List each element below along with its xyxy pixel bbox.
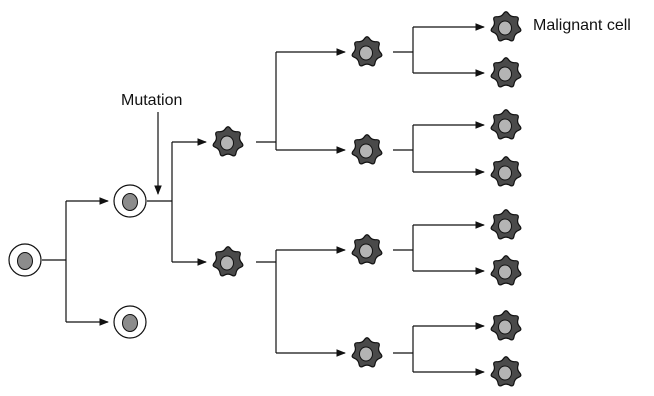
cancer-cell-icon bbox=[490, 57, 522, 88]
mutation-label: Mutation bbox=[121, 92, 183, 109]
cell-nucleus bbox=[359, 45, 373, 61]
cell-nucleus bbox=[498, 365, 512, 381]
cancer-cell-icon bbox=[351, 337, 383, 368]
cell-nucleus bbox=[498, 118, 512, 134]
cancer-cell-icon bbox=[490, 255, 522, 286]
cancer-cell-icon bbox=[351, 36, 383, 67]
cell-nucleus bbox=[122, 193, 138, 211]
normal-cell-icon bbox=[8, 243, 42, 277]
cancer-cell-icon bbox=[490, 11, 522, 42]
cell-nucleus bbox=[220, 255, 234, 271]
cancer-cell-icon bbox=[490, 109, 522, 140]
cancer-cell-icon bbox=[212, 126, 244, 157]
cell-nodes bbox=[8, 11, 522, 387]
cell-nucleus bbox=[220, 135, 234, 151]
cell-nucleus bbox=[122, 314, 138, 332]
cell-nucleus bbox=[17, 252, 33, 270]
cell-nucleus bbox=[498, 66, 512, 82]
lineage-connectors bbox=[42, 23, 485, 376]
cell-nucleus bbox=[359, 243, 373, 259]
cell-nucleus bbox=[359, 346, 373, 362]
cell-nucleus bbox=[498, 218, 512, 234]
cancer-cell-icon bbox=[212, 246, 244, 277]
cell-nucleus bbox=[498, 165, 512, 181]
cancer-cell-icon bbox=[490, 156, 522, 187]
cell-nucleus bbox=[498, 319, 512, 335]
cancer-cell-icon bbox=[351, 134, 383, 165]
cell-nucleus bbox=[359, 143, 373, 159]
cancer-cell-icon bbox=[351, 234, 383, 265]
normal-cell-icon bbox=[113, 184, 147, 218]
cell-nucleus bbox=[498, 20, 512, 36]
cancer-cell-icon bbox=[490, 356, 522, 387]
cell-nucleus bbox=[498, 264, 512, 280]
cancer-cell-icon bbox=[490, 209, 522, 240]
cancer-cell-icon bbox=[490, 310, 522, 341]
malignant-cell-label: Malignant cell bbox=[533, 17, 631, 34]
normal-cell-icon bbox=[113, 305, 147, 339]
